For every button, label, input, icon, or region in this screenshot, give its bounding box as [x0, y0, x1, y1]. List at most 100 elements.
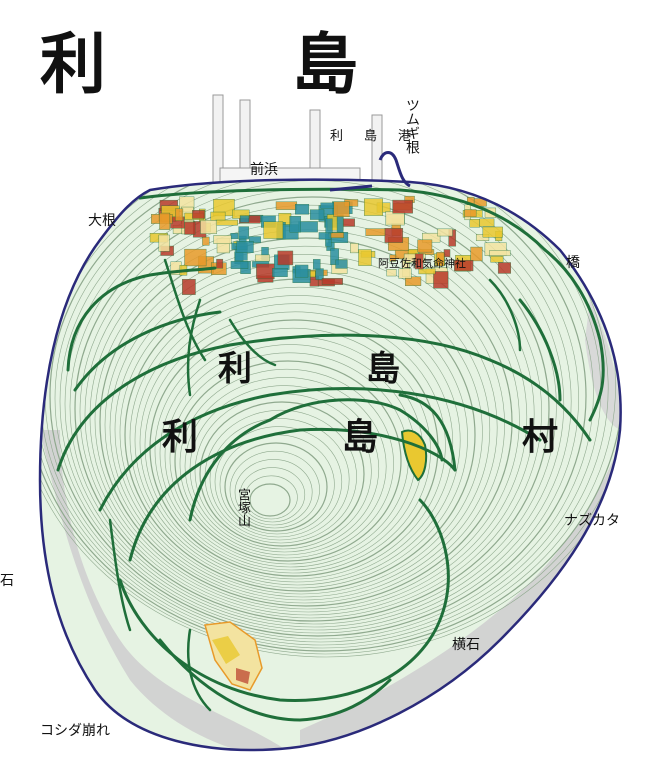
island-name-label: 利 島 [218, 349, 440, 389]
contour-line [40, 179, 621, 655]
building-block [479, 218, 495, 227]
contour-line [214, 426, 343, 538]
building-block [275, 201, 298, 210]
contour-line [99, 237, 513, 607]
contour-line [209, 418, 350, 541]
building-block [365, 228, 386, 236]
building-block [418, 268, 436, 275]
place-yokoishi: 横石 [452, 637, 480, 653]
contour-line [84, 213, 535, 616]
place-tsumugi-ne: ツムギ根 [404, 98, 420, 154]
coastline [38, 178, 622, 752]
contour-line [139, 303, 454, 583]
port-label: 利 島 港 [330, 129, 416, 144]
building-block [384, 228, 404, 243]
contour-line [40, 179, 621, 658]
building-block [490, 255, 504, 263]
place-kameishi: 亀石 [0, 573, 14, 589]
building-block [298, 221, 318, 233]
building-block [249, 236, 261, 243]
building-block [385, 211, 405, 226]
building-block [313, 259, 321, 270]
roads [56, 187, 605, 722]
building-block [315, 268, 324, 280]
contour-line [54, 179, 579, 634]
harbour-breakwater [378, 151, 411, 188]
building-block [335, 259, 348, 269]
building-block [295, 264, 309, 278]
contour-line [40, 179, 616, 649]
contour-line [109, 254, 498, 601]
building-block [272, 268, 288, 277]
building-block [454, 260, 474, 272]
building-block [184, 248, 207, 267]
building-block [436, 252, 445, 267]
contour-line [199, 401, 365, 547]
building-block [230, 261, 249, 269]
building-block [475, 234, 490, 241]
building-block [295, 204, 310, 215]
contour-line [114, 262, 491, 598]
building-block [184, 221, 196, 235]
building-block [389, 254, 397, 262]
place-nazukata: ナズカタ [564, 513, 620, 529]
building-block [289, 216, 301, 233]
building-block [470, 246, 483, 262]
building-block [159, 212, 171, 230]
building-block [215, 219, 238, 226]
building-block [175, 208, 184, 221]
building-block [392, 199, 413, 214]
building-block [494, 187, 507, 201]
building-block [433, 271, 449, 289]
building-block [238, 226, 249, 240]
place-hashi: 橋 [566, 255, 580, 271]
building-block [363, 198, 383, 216]
contour-line [134, 295, 461, 586]
building-block [325, 218, 333, 234]
building-block [350, 243, 359, 254]
building-block [255, 254, 270, 262]
building-block [158, 234, 170, 252]
map-title: 利 島 [40, 26, 418, 103]
contour-line [244, 475, 298, 520]
building-block [230, 233, 239, 240]
place-oone: 大根 [88, 213, 116, 229]
contour-line [59, 179, 572, 631]
shrine-label: 阿豆佐和気命神社 [378, 257, 466, 270]
contour-line [224, 442, 328, 532]
contour-line [184, 377, 387, 556]
contour-line [234, 459, 313, 526]
contour-line [239, 467, 306, 523]
building-block [330, 248, 340, 265]
building-block [398, 268, 412, 279]
contour-line [40, 179, 621, 652]
building-block [464, 209, 477, 218]
building-block [437, 228, 453, 237]
contour-line [229, 450, 320, 529]
building-block [403, 253, 426, 263]
building-block [320, 202, 335, 209]
building-block [318, 232, 332, 240]
settlement-label: 前浜 [250, 162, 278, 178]
building-block [482, 226, 503, 238]
building-block [256, 263, 275, 280]
building-block [277, 250, 294, 266]
building-block [310, 209, 325, 220]
contour-line [129, 286, 468, 589]
building-block [386, 269, 397, 277]
contour-line [49, 179, 587, 637]
contour-line [79, 204, 542, 619]
contour-line [179, 368, 394, 559]
building-block [236, 241, 254, 253]
building-block [263, 221, 284, 239]
building-block [321, 278, 343, 285]
building-block [443, 249, 451, 258]
contour-line [40, 179, 609, 646]
harbour-jetty [329, 184, 373, 192]
contour-line [74, 196, 550, 622]
building-block [200, 220, 217, 234]
building-block [216, 258, 224, 269]
settlement-blocks [149, 187, 511, 295]
